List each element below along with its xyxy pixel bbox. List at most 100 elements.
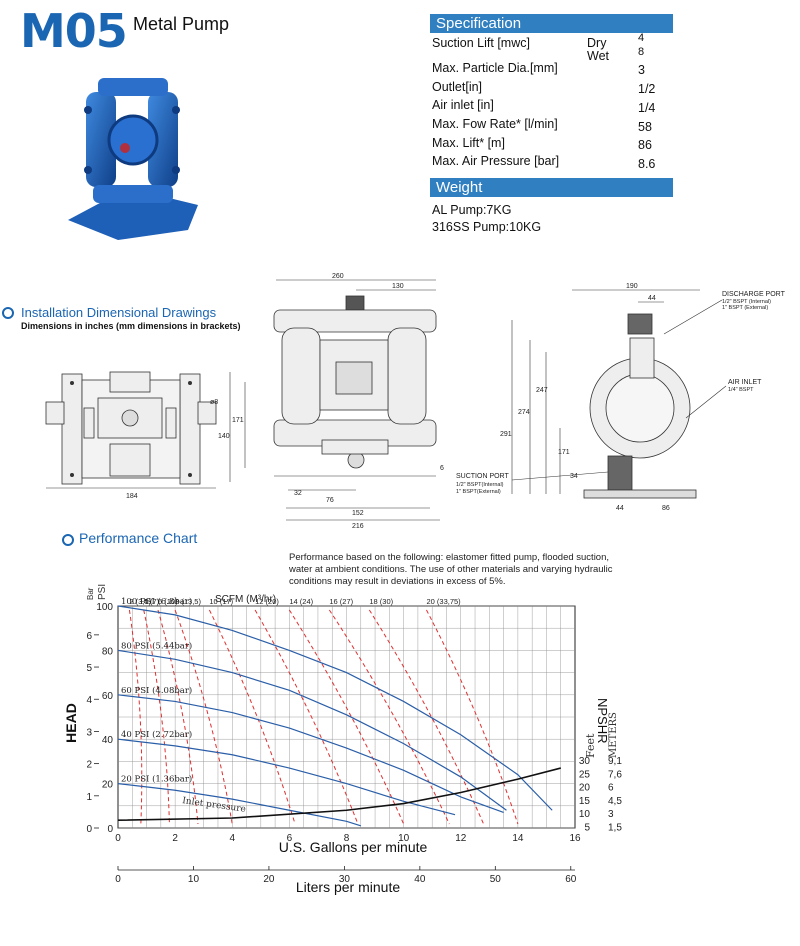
dim-34: 34 xyxy=(570,473,578,480)
scfm-line-label: 12 (20) xyxy=(255,597,279,606)
y-axis-unit-psi: PSI xyxy=(97,584,108,600)
installation-icon xyxy=(2,306,14,324)
spec-wet-value: 8 xyxy=(638,46,645,58)
dim-32: 32 xyxy=(294,490,302,497)
scfm-line xyxy=(157,609,199,825)
spec-air-inlet-value: 1/4 xyxy=(638,101,656,115)
scfm-line-label: 2 (3,5) xyxy=(129,597,151,606)
bar-tick-label: 2 xyxy=(86,760,92,771)
dim-184: 184 xyxy=(126,493,138,500)
spec-particle-value: 3 xyxy=(638,63,645,77)
y-tick-label: 80 xyxy=(102,646,114,657)
weight-header: Weight xyxy=(430,178,673,197)
lpm-tick-label: 0 xyxy=(115,874,121,885)
head-curve-label: 100 PSI (6.8bar) xyxy=(121,596,192,607)
npshr-meter-tick: 7,6 xyxy=(608,769,622,780)
performance-chart: 2 (3,5)4 (7)6 (10)8 (13,5)10 (17)12 (20)… xyxy=(63,584,622,895)
scfm-line xyxy=(426,609,519,825)
scfm-line-label: 4 (7) xyxy=(144,597,160,606)
x-axis-label-gpm: U.S. Gallons per minute xyxy=(279,839,428,855)
pump-product-image xyxy=(68,78,198,240)
x-tick-label: 2 xyxy=(172,833,178,844)
x-tick-label: 12 xyxy=(455,833,467,844)
npshr-meter-tick: 3 xyxy=(608,809,614,820)
scfm-line xyxy=(254,609,359,825)
scfm-line xyxy=(174,609,233,825)
y-tick-label: 0 xyxy=(107,824,113,835)
lpm-tick-label: 60 xyxy=(565,874,577,885)
discharge-port-internal: 1/2" BSPT (Internal) xyxy=(722,299,771,305)
head-curve-label: 60 PSI (4.08bar) xyxy=(121,685,192,696)
head-curve-label: 40 PSI (2.72bar) xyxy=(121,729,192,740)
bar-tick-label: 4 xyxy=(86,695,92,706)
x-axis-label-lpm: Liters per minute xyxy=(296,879,400,895)
discharge-port-external: 1" BSPT (External) xyxy=(722,305,768,311)
top-view-drawing: 184 171 140 ø8 xyxy=(45,371,246,500)
inlet-pressure-label: Inlet pressure xyxy=(182,796,247,815)
npshr-curve xyxy=(117,767,561,822)
weight-al: AL Pump:7KG xyxy=(432,203,512,217)
air-inlet-title: AIR INLET xyxy=(728,379,762,386)
lpm-tick-label: 20 xyxy=(263,874,275,885)
head-curve xyxy=(117,694,504,814)
suction-port-title: SUCTION PORT xyxy=(456,473,509,480)
y-tick-label: 100 xyxy=(96,602,113,613)
x-tick-label: 16 xyxy=(569,833,581,844)
performance-title: Performance Chart xyxy=(79,530,198,546)
head-curve xyxy=(117,649,507,811)
y-tick-label: 60 xyxy=(102,691,114,702)
discharge-port-title: DISCHARGE PORT xyxy=(722,291,786,298)
dim-8: ø8 xyxy=(210,399,218,406)
head-curves: 100 PSI (6.8bar)80 PSI (5.44bar)60 PSI (… xyxy=(117,596,553,827)
spec-max-lift-value: 86 xyxy=(638,138,652,152)
spec-max-lift-label: Max. Lift* [m] xyxy=(432,136,505,150)
spec-air-pressure-value: 8.6 xyxy=(638,157,656,171)
scfm-line xyxy=(128,609,143,825)
npshr-meter-tick: 9,1 xyxy=(608,756,622,767)
scfm-line-label: 8 (13,5) xyxy=(175,597,201,606)
scfm-line xyxy=(368,609,485,825)
suction-port-external: 1" BSPT(External) xyxy=(456,489,501,495)
bar-tick-label: 6 xyxy=(86,631,92,642)
dim-291: 291 xyxy=(500,431,512,438)
front-view-drawing: 260 130 32 76 152 216 6 xyxy=(273,273,444,530)
performance-note: Performance based on the following: elas… xyxy=(289,552,613,587)
spec-suction-lift-label: Suction Lift [mwc] xyxy=(432,36,530,50)
spec-dry-value: 4 xyxy=(638,32,645,44)
dim-216: 216 xyxy=(352,523,364,530)
dim-140: 140 xyxy=(218,433,230,440)
scfm-line xyxy=(328,609,450,825)
dim-76: 76 xyxy=(326,497,334,504)
scfm-line-label: 20 (33,75) xyxy=(426,597,461,606)
y-axis-label-head: HEAD xyxy=(63,703,79,743)
x-tick-label: 10 xyxy=(398,833,410,844)
npshr-label: NPSHR xyxy=(595,698,610,744)
spec-dry-label: Dry xyxy=(587,36,607,50)
dim-171: 171 xyxy=(232,417,244,424)
spec-outlet-value: 1/2 xyxy=(638,82,656,96)
specification-header: Specification xyxy=(430,14,673,33)
dim-260: 260 xyxy=(332,273,344,280)
spec-flow-rate-label: Max. Fow Rate* [l/min] xyxy=(432,117,558,131)
spec-air-pressure-label: Max. Air Pressure [bar] xyxy=(432,154,560,168)
y-axis-unit-bar: Bar xyxy=(86,587,95,600)
spec-wet-label: Wet xyxy=(587,49,609,63)
y-tick-label: 40 xyxy=(102,735,114,746)
spec-air-inlet-label: Air inlet [in] xyxy=(432,98,494,112)
scfm-line-label: 10 (17) xyxy=(209,597,233,606)
bar-tick-label: 0 xyxy=(86,824,92,835)
dim-247: 247 xyxy=(536,387,548,394)
dim-44-top: 44 xyxy=(648,295,656,302)
npshr-feet-tick: 5 xyxy=(584,823,590,834)
lpm-tick-label: 50 xyxy=(490,874,502,885)
performance-icon xyxy=(62,533,74,551)
model-title: M05 xyxy=(20,4,128,58)
x-tick-label: 6 xyxy=(287,833,293,844)
installation-title: Installation Dimensional Drawings xyxy=(21,305,217,320)
dim-86: 86 xyxy=(662,505,670,512)
product-subtitle: Metal Pump xyxy=(133,14,230,34)
x-tick-label: 14 xyxy=(512,833,524,844)
head-curve xyxy=(117,605,553,811)
npshr-meter-tick: 1,5 xyxy=(608,823,622,834)
